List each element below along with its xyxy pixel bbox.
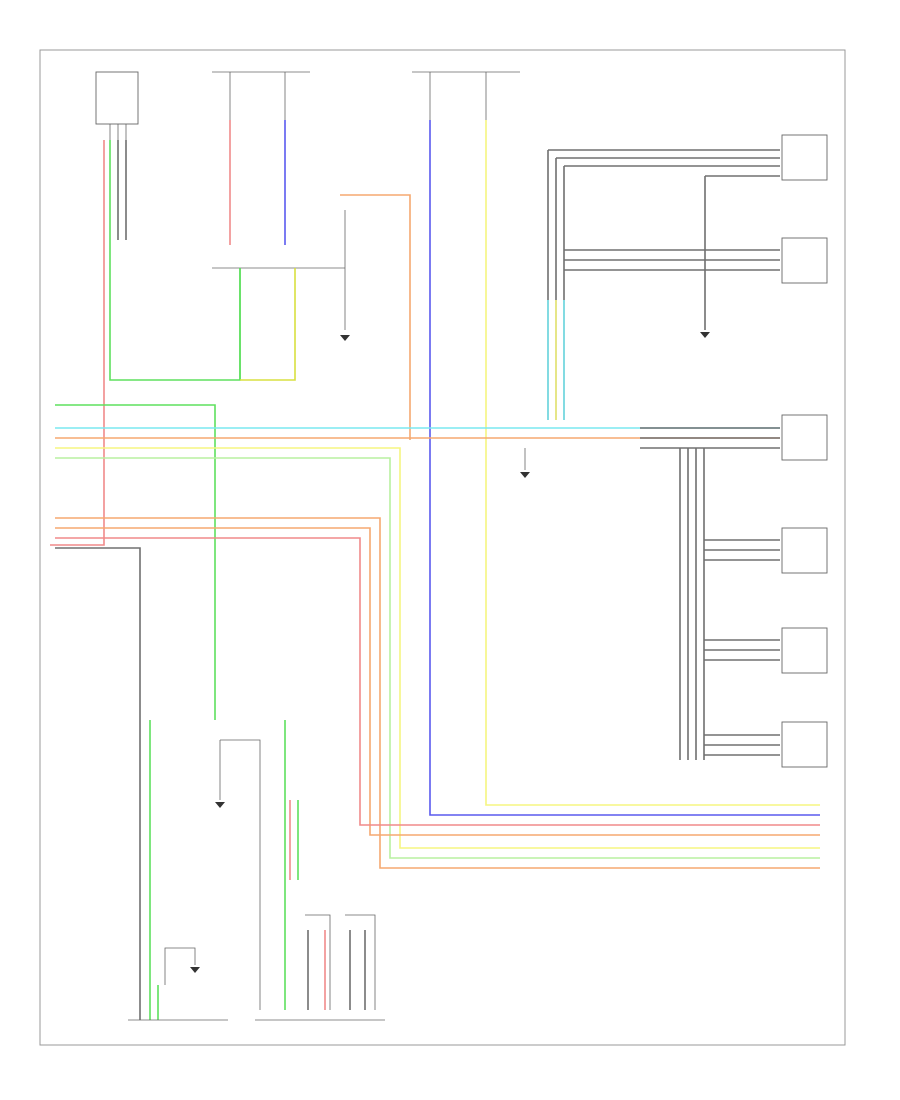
bus-yellow: [55, 447, 820, 849]
fuse-block-right: [412, 71, 520, 120]
page-frame: [39, 49, 846, 1046]
wire-yellow-splice: [240, 268, 296, 381]
wire-pink-switch: [50, 140, 105, 546]
middle-connector: [215, 739, 261, 1010]
bus-pink-2: [55, 537, 820, 826]
right-module-3: [781, 414, 828, 461]
right-bus-lower: [520, 427, 780, 760]
bus-orange-3: [55, 527, 820, 836]
switch-top-left: [95, 71, 139, 140]
right-module-5: [781, 627, 828, 674]
lower-left-connector: [128, 720, 228, 1021]
bus-lightgreen: [55, 457, 820, 859]
fuse-block-left: [212, 71, 310, 120]
right-bus: [547, 149, 780, 420]
bus-gray-2: [55, 547, 141, 1020]
wire-blue-long: [429, 120, 820, 816]
right-module-6: [781, 721, 828, 768]
wire-green-switch: [109, 140, 241, 381]
right-module-4: [781, 527, 828, 574]
ground-symbol-1: [340, 335, 350, 341]
bus-orange-2: [55, 517, 820, 869]
bus-green: [55, 404, 216, 720]
wire-yellow-long: [485, 120, 820, 806]
right-module-1: [781, 134, 828, 181]
wire-orange-top: [340, 194, 411, 440]
lower-center-wires: [255, 720, 385, 1021]
right-module-2: [781, 237, 828, 284]
